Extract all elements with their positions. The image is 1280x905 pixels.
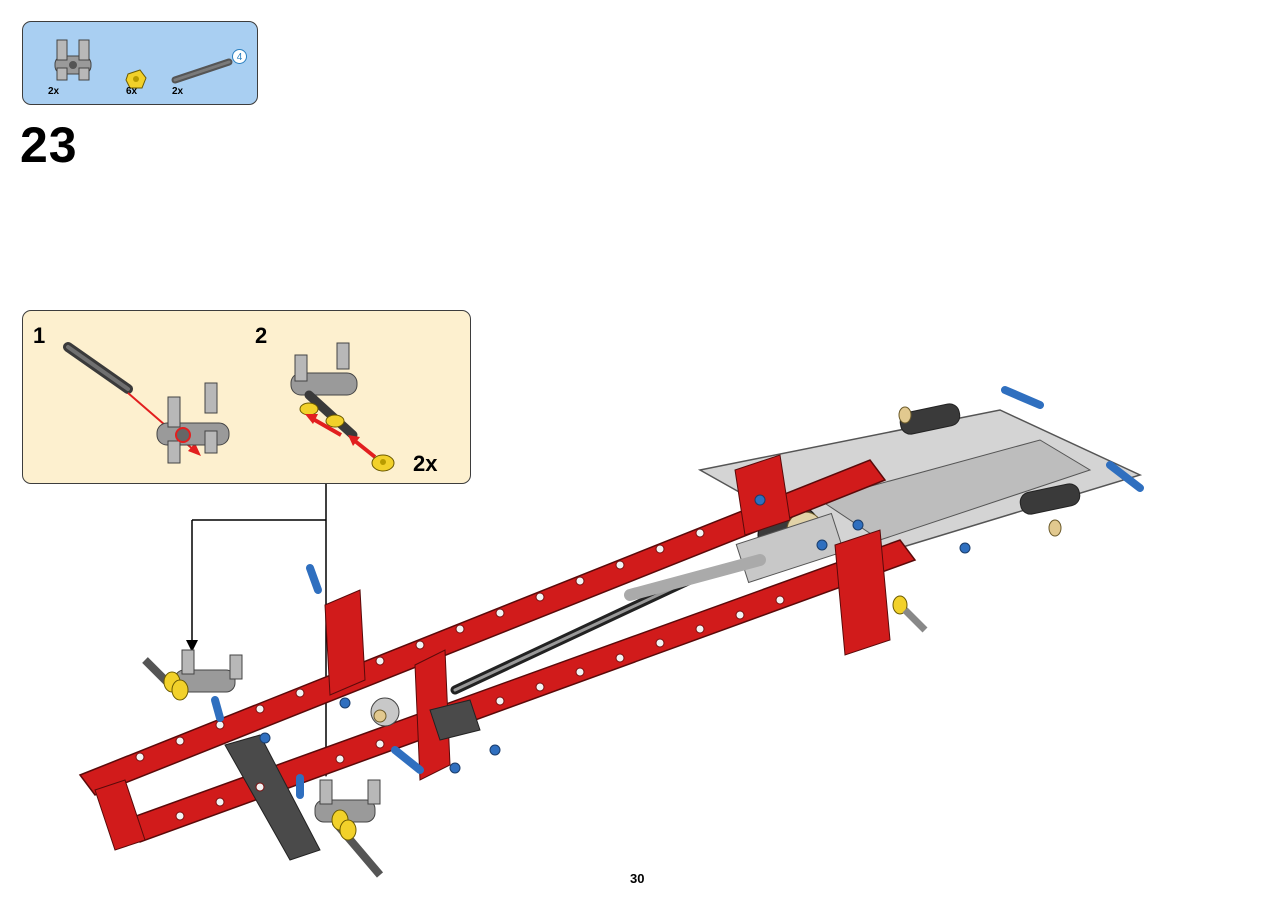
axle-part [171, 58, 233, 84]
sub-step-2-illustration [290, 342, 395, 472]
sub-step-quantity: 2x [413, 451, 438, 476]
double-pin-connector-part [54, 39, 92, 81]
parts-list-panel: 2x 6x 2x 4 [22, 21, 258, 105]
page-number: 30 [630, 871, 645, 886]
sub-step-number-1: 1 [33, 323, 46, 348]
axle-length-badge: 4 [232, 49, 247, 64]
bush-part [125, 69, 147, 89]
sub-assembly-panel: 1 2 2x [22, 310, 471, 484]
sub-step-number-2: 2 [255, 323, 268, 348]
part-qty-2: 6x [126, 86, 138, 97]
sub-step-1-illustration [63, 342, 230, 464]
step-number: 23 [20, 117, 78, 173]
part-qty-3: 2x [172, 86, 184, 97]
part-qty-1: 2x [48, 86, 60, 97]
